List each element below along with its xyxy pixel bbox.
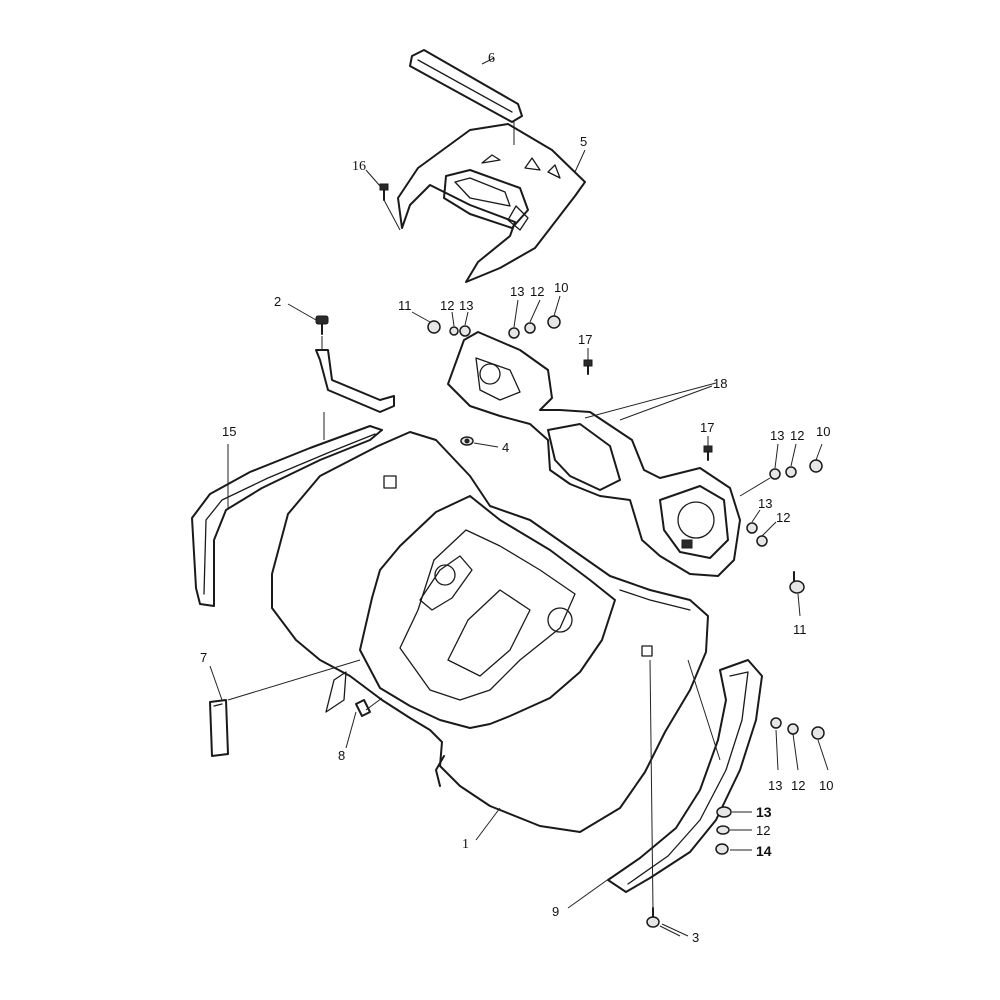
callout-3: 3 [692,930,699,945]
callout-18: 18 [713,376,727,391]
callout-6: 6 [488,51,495,66]
callout-17-upper: 17 [578,332,592,347]
callout-7: 7 [200,650,207,665]
callout-5: 5 [580,134,587,149]
callout-13-upper-center: 13 [510,284,524,299]
callout-8: 8 [338,748,345,763]
callout-12-upper-left: 12 [440,298,454,313]
callout-9: 9 [552,904,559,919]
callout-12-right: 12 [790,428,804,443]
part-17-screw-lower[interactable] [703,445,713,461]
callout-13-bottom: 13 [756,804,772,820]
callout-11-right: 11 [793,622,807,637]
fastener-stack-lower-right[interactable] [770,717,825,740]
part-16-screw[interactable] [379,183,401,231]
callout-1: 1 [462,837,469,852]
callout-11-upper: 11 [398,298,412,313]
part-5-upper-carrier[interactable] [397,123,586,283]
callout-13-right: 13 [770,428,784,443]
callout-10-lower-right: 10 [819,778,833,793]
fastener-stack-upper-center[interactable] [508,315,561,339]
callout-13-right-lower: 13 [758,496,772,511]
callout-12-right-lower: 12 [776,510,790,525]
fastener-stack-bottom[interactable] [715,806,752,855]
callout-12-upper-center: 12 [530,284,544,299]
callout-13-upper-left: 13 [459,298,473,313]
callout-14: 14 [756,843,772,859]
part-11-bolt-right[interactable] [789,571,805,617]
callout-10-right: 10 [816,424,830,439]
part-6-bracket[interactable] [409,49,523,145]
callout-10-upper: 10 [554,280,568,295]
callout-15: 15 [222,424,236,439]
part-9-right-rail[interactable] [607,659,763,893]
callout-labels: 6 5 16 2 11 12 13 13 12 10 17 18 15 4 17… [200,51,833,945]
part-15-left-rail[interactable] [191,425,383,607]
part-7-clip[interactable] [209,659,361,757]
fastener-stack-right[interactable] [739,459,823,547]
part-2-bolt-bracket[interactable] [315,315,395,440]
leader-lines [209,57,829,937]
part-17-screw-upper[interactable] [583,359,593,375]
fastener-stack-upper-left[interactable] [411,311,471,337]
callout-12-lower-right: 12 [791,778,805,793]
part-8-clip[interactable] [355,697,383,717]
part-4-grommet[interactable] [460,436,499,448]
callout-13-lower-right: 13 [768,778,782,793]
part-3-bolt[interactable] [646,659,681,937]
callout-12-bottom: 12 [756,823,770,838]
callout-4: 4 [502,440,509,455]
callout-16: 16 [352,159,366,174]
part-1-main-fender[interactable] [271,431,709,833]
callout-2: 2 [274,294,281,309]
part-18-carrier-panel[interactable] [447,331,741,577]
callout-17-lower: 17 [700,420,714,435]
